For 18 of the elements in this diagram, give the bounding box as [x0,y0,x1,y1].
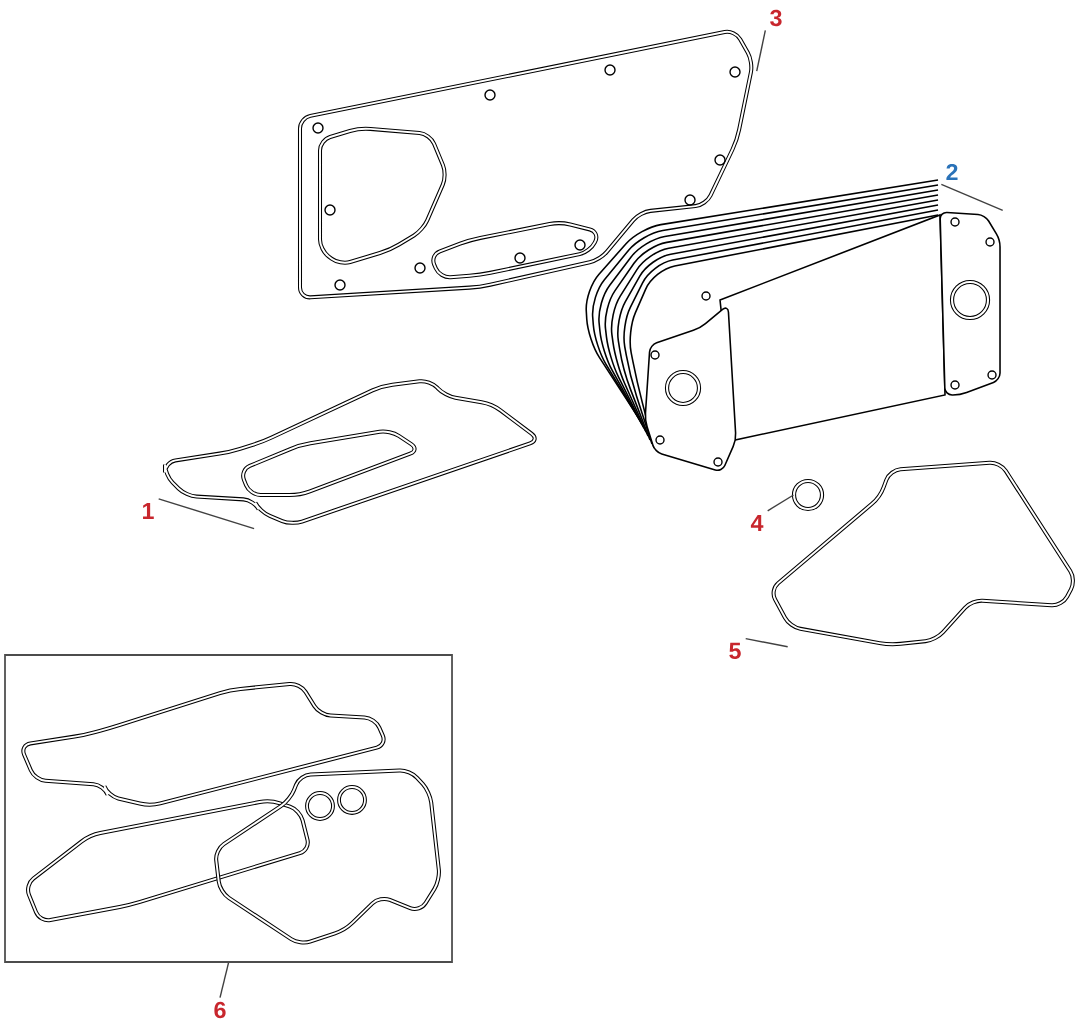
callout-number: 4 [750,515,764,531]
callout-number: 6 [214,1001,226,1019]
o-ring [791,478,825,512]
gasket-drawing [771,460,1075,647]
oil-cooler-drawing [585,179,1001,472]
gasket-drawing [163,379,537,525]
leader-line [157,498,255,530]
leader-line [766,494,795,512]
leader-line [745,637,789,648]
leader-line [756,29,767,72]
leader-line [940,183,1004,211]
callout-number: 2 [946,163,958,181]
callout-number: 5 [729,642,741,660]
kit-box [4,654,453,963]
gasket-drawing [298,29,754,300]
callout-number: 3 [770,9,782,27]
callout-number: 1 [143,503,154,519]
leader-line [219,962,230,999]
